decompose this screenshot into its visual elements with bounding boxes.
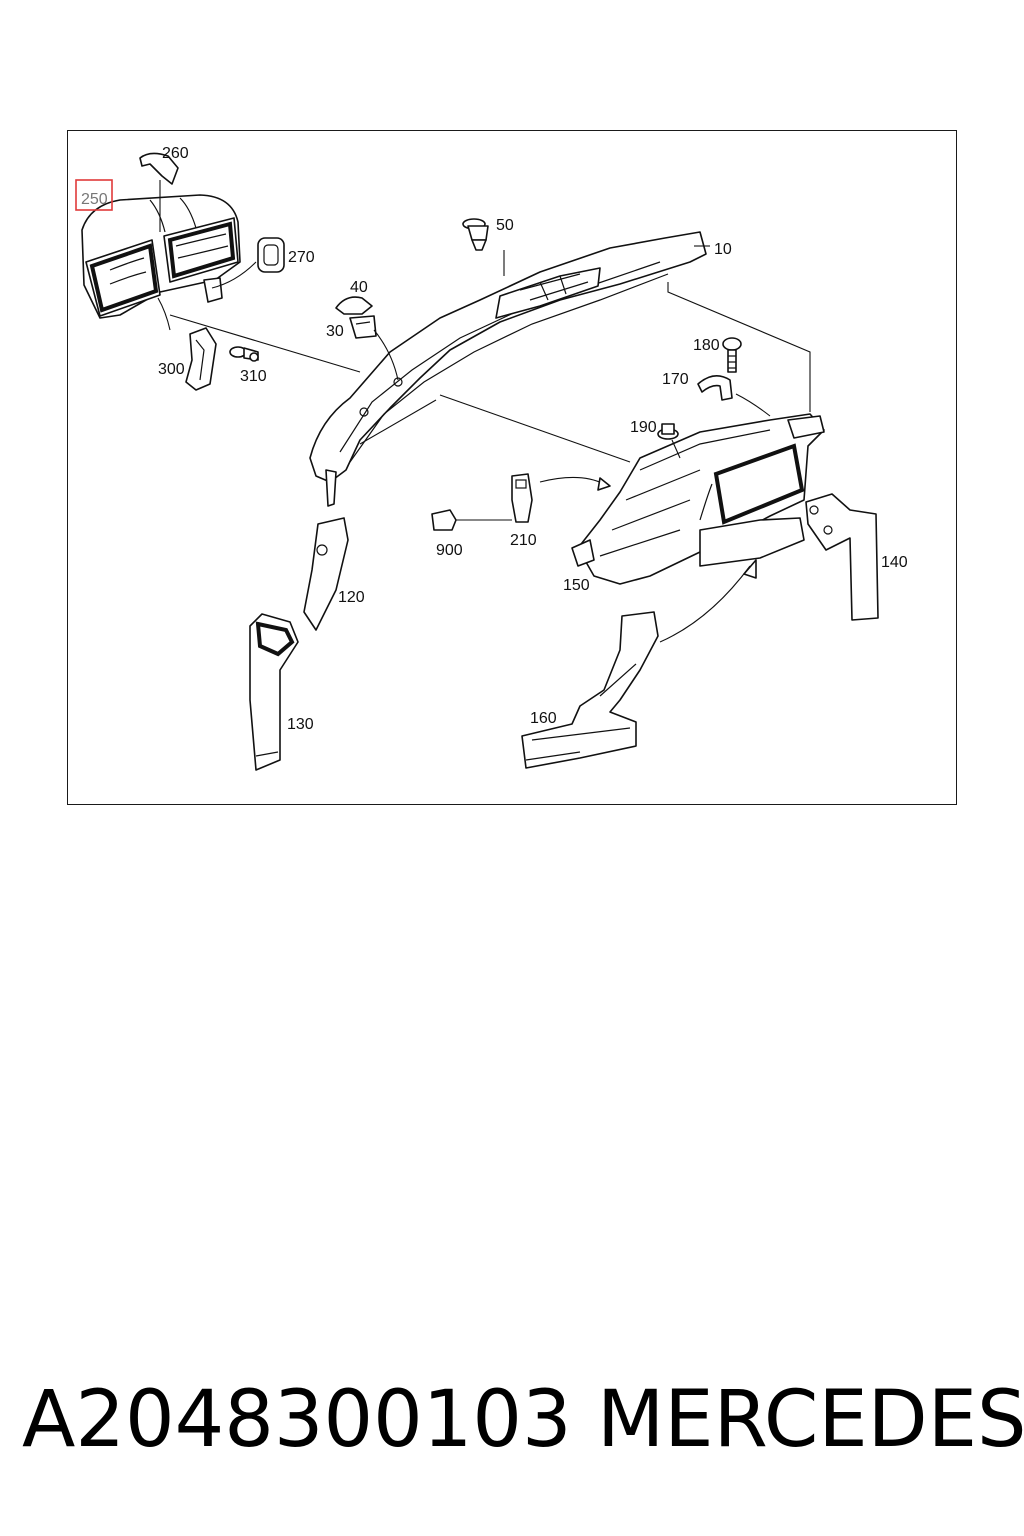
part-160-duct[interactable] xyxy=(521,611,659,769)
callout-30[interactable]: 30 xyxy=(326,323,344,340)
brand-name: MERCEDES xyxy=(597,1375,1024,1465)
callout-190[interactable]: 190 xyxy=(630,419,657,436)
callout-50[interactable]: 50 xyxy=(496,217,514,234)
part-270-grommet[interactable] xyxy=(257,237,285,273)
callout-130[interactable]: 130 xyxy=(287,716,314,733)
footer: A2048300103 MERCEDES xyxy=(0,1365,1024,1475)
part-30-clip[interactable] xyxy=(349,315,377,339)
callout-210[interactable]: 210 xyxy=(510,532,537,549)
callout-900[interactable]: 900 xyxy=(436,542,463,559)
part-number: A2048300103 xyxy=(22,1375,572,1465)
callout-140[interactable]: 140 xyxy=(881,554,908,571)
part-300-bracket[interactable] xyxy=(185,327,217,391)
part-900-connector[interactable] xyxy=(431,509,457,531)
part-40-clip[interactable] xyxy=(335,296,373,315)
part-190-screw[interactable] xyxy=(657,423,679,440)
part-250-air-duct[interactable] xyxy=(81,194,241,319)
part-260-clip[interactable] xyxy=(139,152,179,185)
part-210-sensor[interactable] xyxy=(511,473,533,523)
callout-270[interactable]: 270 xyxy=(288,249,315,266)
callout-120[interactable]: 120 xyxy=(338,589,365,606)
callout-150[interactable]: 150 xyxy=(563,577,590,594)
part-180-screw[interactable] xyxy=(722,337,742,373)
part-310-push-pin[interactable] xyxy=(229,346,259,362)
callout-10[interactable]: 10 xyxy=(714,241,732,258)
callout-160[interactable]: 160 xyxy=(530,710,557,727)
part-120-duct[interactable] xyxy=(303,517,349,631)
callout-40[interactable]: 40 xyxy=(350,279,368,296)
callout-310[interactable]: 310 xyxy=(240,368,267,385)
callout-260[interactable]: 260 xyxy=(162,145,189,162)
part-140-bracket[interactable] xyxy=(805,493,879,621)
part-170-clip[interactable] xyxy=(697,375,733,401)
part-10-cowl-panel[interactable] xyxy=(309,231,707,507)
callout-180[interactable]: 180 xyxy=(693,337,720,354)
callout-170[interactable]: 170 xyxy=(662,371,689,388)
diagram-frame xyxy=(67,130,957,805)
callout-300[interactable]: 300 xyxy=(158,361,185,378)
part-50-push-clip[interactable] xyxy=(462,218,489,251)
callout-250[interactable]: 250 xyxy=(81,191,108,208)
highlight-box-250 xyxy=(75,179,113,211)
part-130-duct[interactable] xyxy=(249,613,299,771)
part-150-duct-assembly[interactable] xyxy=(571,413,825,585)
